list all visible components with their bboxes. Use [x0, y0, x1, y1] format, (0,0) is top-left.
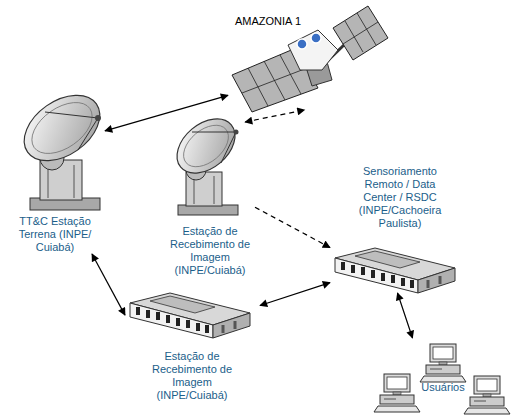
image-antenna-illustration-part [167, 108, 246, 184]
node-label: AMAZONIA 1 [235, 15, 325, 28]
satellite-illustration-part [288, 30, 338, 70]
node-label: TT&C Estação Terrena (INPE/ Cuiabá) [5, 215, 105, 254]
ttc-antenna-illustration-part [74, 165, 75, 198]
ttc-antenna-illustration-part [95, 115, 101, 121]
satellite-illustration-part [242, 68, 307, 93]
receiving-station-building-part [130, 293, 250, 338]
dashed-link [245, 110, 304, 122]
data-center-building-part [335, 248, 455, 293]
ttc-station-node: TT&C Estação Terrena (INPE/ Cuiabá) [5, 100, 105, 254]
image-antenna-illustration [167, 108, 246, 215]
link-arrow [398, 293, 413, 338]
user-computers-part [464, 376, 510, 414]
ttc-antenna-illustration-part [12, 82, 112, 174]
link-arrow [105, 95, 228, 131]
image-antenna-illustration-part [214, 176, 215, 204]
satellite-node: AMAZONIA 1 [228, 12, 378, 110]
satellite-illustration-part [345, 21, 363, 52]
image-antenna-node: Estação de Recebimento de Imagem (INPE/C… [165, 122, 255, 277]
satellite-illustration-part [343, 22, 378, 44]
receiving-building-node: Estação de Recebimento de Imagem (INPE/C… [125, 298, 260, 405]
satellite-illustration-part [297, 39, 307, 49]
user-computers-part [420, 344, 466, 382]
link-arrow [260, 283, 330, 306]
image-antenna-illustration-part [221, 132, 236, 163]
dashed-link [255, 207, 330, 247]
node-label: Estação de Recebimento de Imagem (INPE/C… [165, 225, 255, 277]
satellite-illustration [232, 6, 388, 112]
user-computers-part [374, 374, 420, 412]
node-label: Estação de Recebimento de Imagem (INPE/C… [142, 350, 242, 402]
image-antenna-illustration-part [192, 132, 236, 133]
node-label: Sensoriamento Remoto / Data Center / RSD… [352, 165, 448, 230]
users-node: Usuários [372, 338, 507, 413]
data-center-building [335, 248, 455, 293]
satellite-illustration-part [333, 6, 388, 60]
satellite-illustration-part [311, 33, 321, 43]
image-antenna-illustration-part [176, 117, 236, 175]
user-computers [374, 344, 510, 414]
ttc-antenna-illustration [12, 82, 112, 210]
ttc-antenna-illustration-part [23, 92, 102, 164]
node-label: Usuários [418, 381, 468, 394]
data-center-node: Sensoriamento Remoto / Data Center / RSD… [330, 163, 455, 293]
receiving-station-building [130, 293, 250, 338]
image-antenna-illustration-part [234, 130, 239, 135]
ttc-antenna-illustration-part [45, 112, 98, 118]
ttc-antenna-illustration-part [78, 118, 98, 150]
link-arrow [92, 254, 125, 315]
